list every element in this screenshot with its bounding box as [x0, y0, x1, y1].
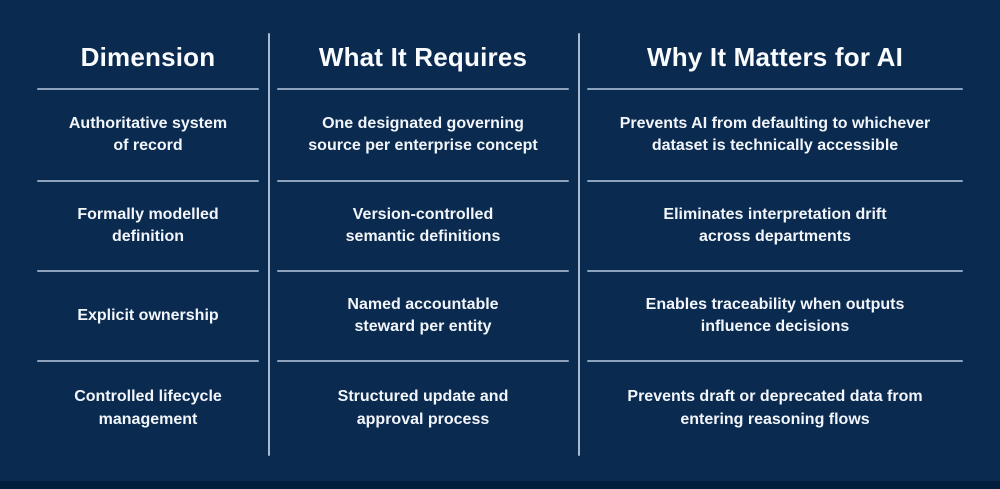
cell-requires: One designated governing source per ente…	[308, 114, 538, 154]
cell-why: Prevents AI from defaulting to whichever…	[619, 114, 931, 154]
cell-dimension: Controlled lifecycle management	[74, 388, 222, 428]
cell-requires: Named accountable steward per entity	[347, 295, 499, 335]
cell-why: Eliminates interpretation drift across d…	[663, 205, 887, 245]
divider-line	[37, 270, 259, 272]
divider-line	[587, 180, 963, 182]
column-header-dimension: Dimension	[80, 42, 216, 72]
cell-why: Prevents draft or deprecated data from e…	[627, 388, 923, 428]
header-divider	[28, 88, 972, 90]
table-header-row: Dimension What It Requires Why It Matter…	[28, 0, 972, 88]
table-row: Authoritative system of record One desig…	[28, 90, 972, 180]
divider-line	[37, 180, 259, 182]
cell-dimension: Authoritative system of record	[68, 114, 228, 154]
divider-line	[37, 88, 259, 90]
column-divider-line	[578, 33, 580, 456]
divider-line	[587, 88, 963, 90]
row-divider	[28, 270, 972, 272]
cell-requires: Version-controlled semantic definitions	[345, 205, 501, 245]
row-divider	[28, 360, 972, 362]
column-header-what-it-requires: What It Requires	[318, 42, 528, 72]
divider-line	[277, 88, 569, 90]
divider-line	[277, 360, 569, 362]
divider-line	[277, 270, 569, 272]
table-row: Explicit ownership Named accountable ste…	[28, 272, 972, 360]
cell-dimension: Formally modelled definition	[77, 205, 219, 245]
divider-line	[587, 360, 963, 362]
bottom-edge-strip	[0, 481, 1000, 489]
divider-line	[37, 360, 259, 362]
cell-dimension: Explicit ownership	[77, 306, 219, 324]
table-row: Controlled lifecycle management Structur…	[28, 362, 972, 455]
comparison-table: Dimension What It Requires Why It Matter…	[28, 0, 972, 455]
divider-line	[277, 180, 569, 182]
cell-requires: Structured update and approval process	[337, 388, 509, 428]
column-header-why-it-matters: Why It Matters for AI	[646, 42, 904, 72]
row-divider	[28, 180, 972, 182]
table-row: Formally modelled definition Version-con…	[28, 182, 972, 270]
divider-line	[587, 270, 963, 272]
cell-why: Enables traceability when outputs influe…	[645, 295, 905, 335]
column-divider-line	[268, 33, 270, 456]
